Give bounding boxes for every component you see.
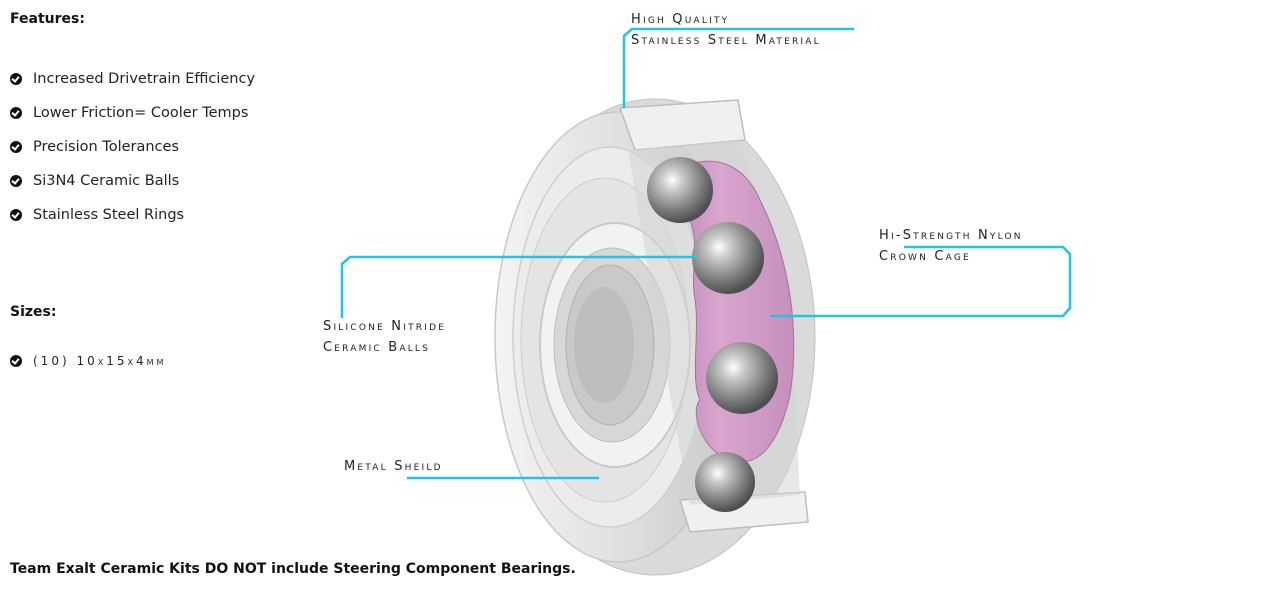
check-circle-icon bbox=[10, 73, 22, 85]
callout-steel-line2: Stainless Steel Material bbox=[631, 33, 821, 48]
check-circle-icon bbox=[10, 107, 22, 119]
callout-cage: Hi-Strength Nylon Crown Cage bbox=[879, 225, 1023, 267]
features-list: Increased Drivetrain Efficiency Lower Fr… bbox=[10, 62, 255, 232]
ceramic-ball bbox=[647, 157, 713, 223]
size-item-label: (10) 10x15x4mm bbox=[33, 354, 167, 368]
feature-item: Increased Drivetrain Efficiency bbox=[10, 62, 255, 96]
feature-item: Si3N4 Ceramic Balls bbox=[10, 164, 255, 198]
check-circle-icon bbox=[10, 355, 22, 367]
callout-cage-line2: Crown Cage bbox=[879, 249, 971, 264]
callout-line-cage bbox=[770, 245, 1072, 318]
callout-balls-line1: Silicone Nitride bbox=[323, 319, 447, 334]
sizes-heading: Sizes: bbox=[10, 304, 57, 320]
check-circle-icon bbox=[10, 141, 22, 153]
feature-item-label: Precision Tolerances bbox=[33, 139, 180, 155]
feature-item-label: Increased Drivetrain Efficiency bbox=[33, 71, 256, 87]
callout-line-steel bbox=[622, 27, 854, 108]
feature-item-label: Lower Friction= Cooler Temps bbox=[33, 105, 249, 121]
features-heading: Features: bbox=[10, 11, 85, 27]
ceramic-ball bbox=[695, 452, 755, 512]
check-circle-icon bbox=[10, 175, 22, 187]
callout-balls-line2: Ceramic Balls bbox=[323, 340, 431, 355]
outer-ring-section-top bbox=[618, 99, 746, 151]
ceramic-ball bbox=[692, 222, 764, 294]
feature-item: Precision Tolerances bbox=[10, 130, 255, 164]
callout-shield-line1: Metal Sheild bbox=[344, 459, 443, 474]
feature-item-label: Stainless Steel Rings bbox=[33, 207, 185, 223]
callout-steel: High Quality Stainless Steel Material bbox=[631, 9, 821, 51]
bore-inner bbox=[574, 287, 634, 403]
callout-balls: Silicone Nitride Ceramic Balls bbox=[323, 316, 446, 358]
ceramic-ball bbox=[706, 342, 778, 414]
check-circle-icon bbox=[10, 209, 22, 221]
callout-cage-line1: Hi-Strength Nylon bbox=[879, 228, 1023, 243]
callout-shield: Metal Sheild bbox=[344, 456, 443, 477]
callout-steel-line1: High Quality bbox=[631, 12, 730, 27]
feature-item: Lower Friction= Cooler Temps bbox=[10, 96, 255, 130]
feature-item: Stainless Steel Rings bbox=[10, 198, 255, 232]
feature-item-label: Si3N4 Ceramic Balls bbox=[33, 173, 180, 189]
size-item: (10) 10x15x4mm bbox=[10, 354, 166, 368]
footer-note: Team Exalt Ceramic Kits DO NOT include S… bbox=[10, 561, 576, 577]
callout-line-balls bbox=[340, 255, 696, 318]
